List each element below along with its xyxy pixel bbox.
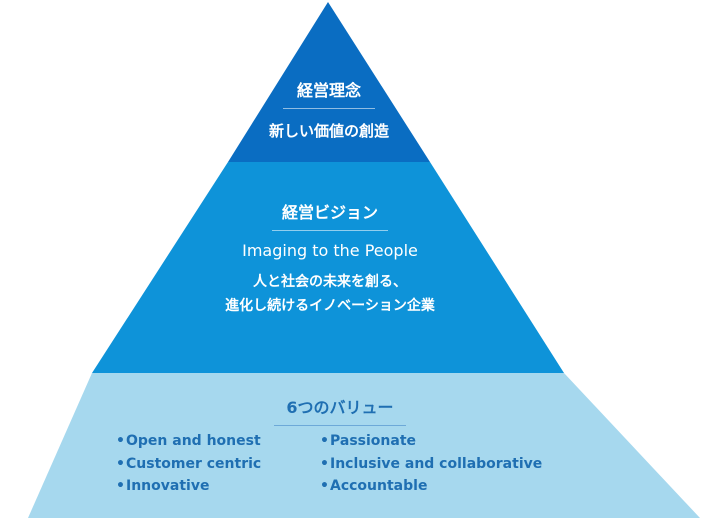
bullet-icon: • bbox=[320, 433, 329, 449]
bullet-icon: • bbox=[116, 433, 125, 449]
value-item: •Passionate bbox=[320, 430, 542, 453]
vision-english-text: Imaging to the People bbox=[242, 241, 418, 260]
bullet-icon: • bbox=[320, 478, 329, 494]
tier-bottom-content: 6つのバリュー bbox=[110, 394, 570, 426]
bullet-icon: • bbox=[116, 478, 125, 494]
tier-top-content: 経営理念 新しい価値の創造 bbox=[214, 77, 444, 141]
values-column-right: •Passionate •Inclusive and collaborative… bbox=[320, 430, 542, 498]
values-column-left: •Open and honest •Customer centric •Inno… bbox=[116, 430, 261, 498]
value-item: •Accountable bbox=[320, 475, 542, 498]
management-vision-title: 経営ビジョン bbox=[271, 199, 388, 231]
pyramid-tier-middle-shape bbox=[92, 162, 564, 373]
value-label: Inclusive and collaborative bbox=[330, 455, 543, 472]
management-philosophy-text: 新しい価値の創造 bbox=[268, 122, 389, 140]
value-item: •Inclusive and collaborative bbox=[320, 453, 542, 476]
value-item: •Customer centric bbox=[116, 453, 261, 476]
value-label: Accountable bbox=[330, 478, 428, 494]
tier-middle-content: 経営ビジョン Imaging to the People 人と社会の未来を創る、… bbox=[180, 199, 480, 318]
vision-description-line-1: 人と社会の未来を創る、 bbox=[253, 274, 407, 290]
pyramid-tier-bottom-shape bbox=[28, 373, 700, 518]
value-item: •Open and honest bbox=[116, 430, 261, 453]
six-values-title: 6つのバリュー bbox=[274, 394, 406, 426]
value-label: Passionate bbox=[330, 433, 417, 449]
value-label: Open and honest bbox=[126, 433, 261, 449]
management-philosophy-title: 経営理念 bbox=[282, 77, 375, 109]
pyramid-tier-top-shape bbox=[228, 2, 430, 162]
vision-description: 人と社会の未来を創る、 進化し続けるイノベーション企業 bbox=[180, 270, 480, 318]
value-label: Innovative bbox=[126, 478, 210, 494]
bullet-icon: • bbox=[116, 455, 125, 472]
values-list: •Open and honest •Customer centric •Inno… bbox=[116, 430, 576, 496]
value-item: •Innovative bbox=[116, 475, 261, 498]
bullet-icon: • bbox=[320, 455, 329, 472]
value-label: Customer centric bbox=[126, 455, 262, 472]
vision-description-line-2: 進化し続けるイノベーション企業 bbox=[225, 298, 435, 314]
